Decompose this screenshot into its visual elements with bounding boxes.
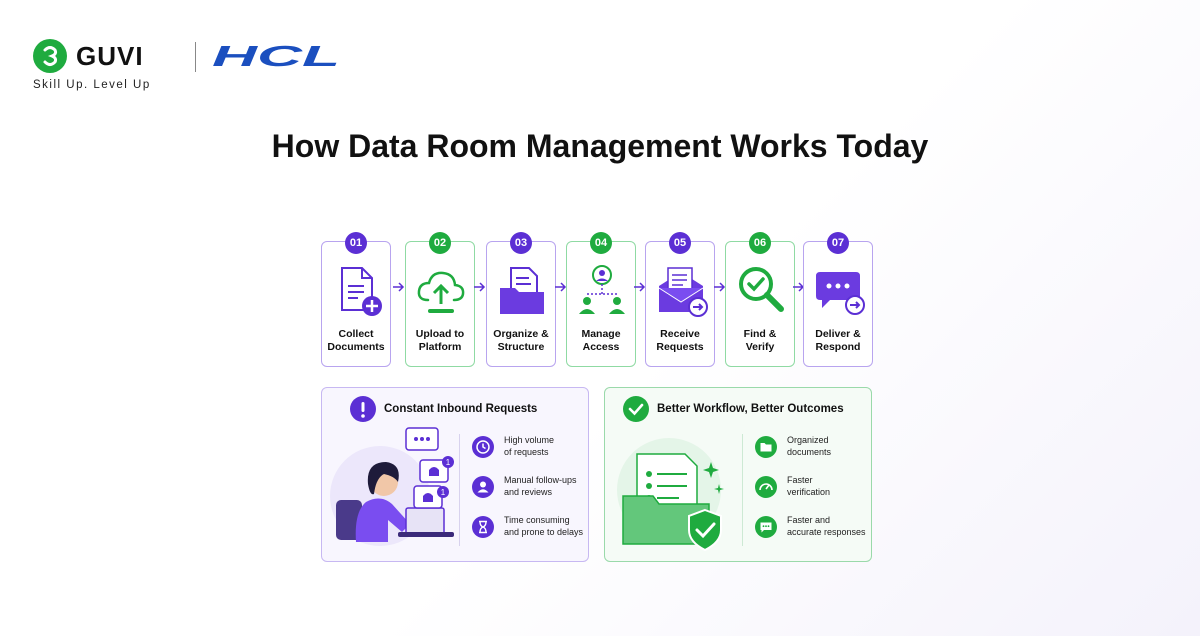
item-text: Organized documents: [787, 435, 832, 457]
step-find-verify: 06 Find & Verify: [725, 232, 795, 367]
brand-logo: GUVI HCL Skill Up. Level Up: [32, 38, 340, 98]
step-label: Receive Requests: [656, 328, 704, 353]
arrow-right-icon: [474, 282, 486, 292]
magnifier-check-icon: [739, 267, 784, 312]
step-organize-structure: 03 Organize & Structure: [486, 232, 556, 367]
step-deliver-respond: 07 Deliver & Respond: [803, 232, 873, 367]
panel-constant-inbound-requests: Constant Inbound Requests 1 1 High volum…: [321, 387, 589, 562]
step-number: 07: [827, 232, 849, 254]
notification-count: 1: [441, 488, 446, 497]
item-text: High volume of requests: [504, 435, 555, 457]
step-upload-to-platform: 02 Upload to Platform: [405, 232, 475, 367]
arrow-right-icon: [393, 282, 405, 292]
item-text: Faster and accurate responses: [787, 515, 866, 537]
panel-divider: [742, 434, 743, 546]
person-at-laptop-illustration: 1 1: [330, 427, 454, 546]
item-text: Faster verification: [787, 475, 831, 497]
organized-folder-illustration: [617, 438, 724, 552]
logo-divider: [195, 42, 196, 72]
step-collect-documents: 01 Collect Documents: [321, 232, 391, 367]
panel-better-workflow: Better Workflow, Better Outcomes Organiz…: [604, 387, 872, 562]
step-number: 01: [345, 232, 367, 254]
folder-icon: [500, 267, 544, 314]
user-hierarchy-icon: [579, 265, 625, 314]
speedometer-icon: [755, 476, 777, 498]
exclamation-icon: [350, 396, 376, 422]
hcl-wordmark: HCL: [212, 42, 340, 70]
step-receive-requests: 05 Receive Requests: [645, 232, 715, 367]
notification-count: 1: [446, 458, 451, 467]
panel-title: Constant Inbound Requests: [384, 403, 538, 415]
step-number: 05: [669, 232, 691, 254]
step-label: Find & Verify: [743, 328, 777, 353]
step-label: Collect Documents: [327, 328, 385, 353]
hourglass-icon: [472, 516, 494, 538]
brand-name: GUVI: [76, 41, 144, 71]
step-label: Organize & Structure: [493, 328, 549, 353]
brand-tagline: Skill Up. Level Up: [33, 79, 151, 91]
chat-send-icon: [816, 272, 865, 315]
arrow-right-icon: [714, 282, 726, 292]
step-number: 03: [510, 232, 532, 254]
arrow-right-icon: [634, 282, 646, 292]
step-label: Manage Access: [581, 328, 621, 353]
step-label: Upload to Platform: [415, 328, 465, 353]
step-number: 04: [590, 232, 612, 254]
step-number: 02: [429, 232, 451, 254]
folder-icon: [755, 436, 777, 458]
panel-divider: [459, 434, 460, 546]
person-icon: [472, 476, 494, 498]
item-text: Time consuming and prone to delays: [504, 515, 584, 537]
guvi-logo-icon: [33, 39, 67, 73]
step-number: 06: [749, 232, 771, 254]
page-title: How Data Room Management Works Today: [271, 128, 929, 164]
cloud-upload-icon: [417, 271, 465, 313]
arrow-right-icon: [555, 282, 567, 292]
item-text: Manual follow-ups and reviews: [504, 475, 577, 497]
clock-icon: [472, 436, 494, 458]
chat-icon: [755, 516, 777, 538]
step-label: Deliver & Respond: [815, 328, 861, 353]
step-manage-access: 04 Manage Access: [566, 232, 636, 367]
hcl-logo: HCL: [212, 42, 340, 70]
envelope-icon: [658, 267, 708, 317]
check-circle-icon: [623, 396, 649, 422]
document-add-icon: [341, 267, 382, 316]
panel-title: Better Workflow, Better Outcomes: [657, 403, 844, 415]
